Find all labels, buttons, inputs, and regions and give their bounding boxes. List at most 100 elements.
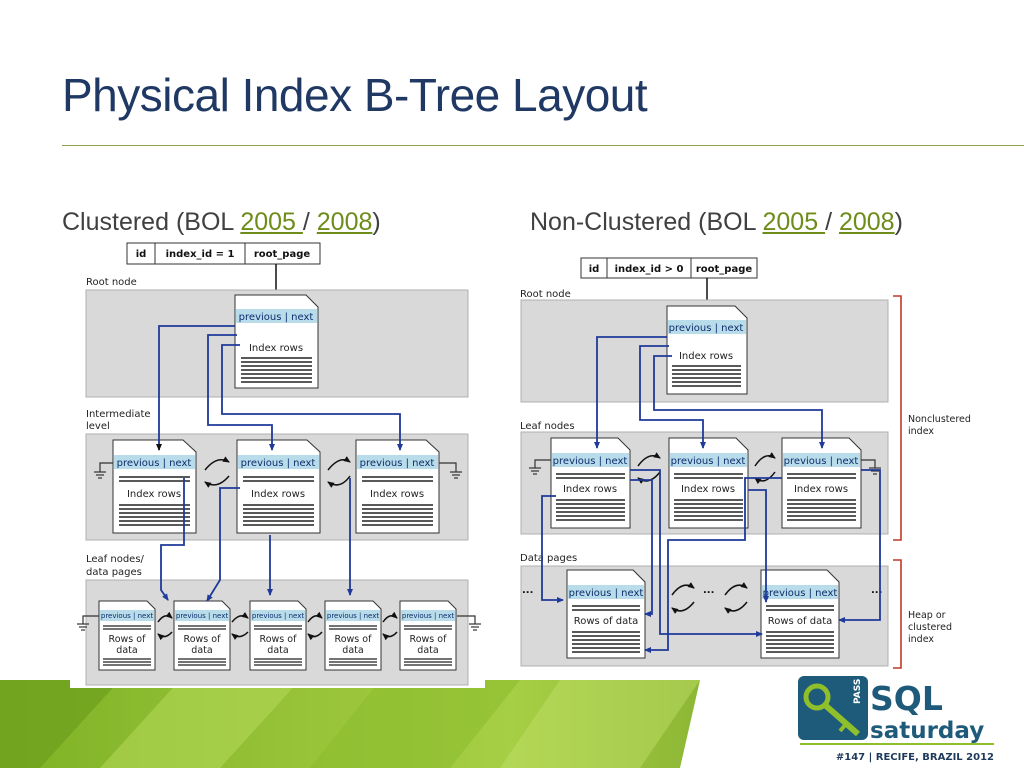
clustered-dp4-rows: Rows of: [335, 634, 373, 645]
clustered-int2-index-rows: Index rows: [251, 489, 305, 500]
nc-ground-symbols: [529, 459, 881, 475]
clustered-intermediate-label: Intermediate: [86, 409, 151, 420]
clustered-pointer-arrows: [156, 325, 403, 602]
nc-pointer-arrows: [541, 336, 881, 653]
clustered-key-index-id: index_id = 1: [166, 249, 235, 260]
clustered-root-header: previous | next: [239, 312, 314, 323]
clustered-data-page-5: previous | next Rows of data: [399, 600, 457, 671]
nonclustered-leaf3-index-rows: Index rows: [794, 484, 848, 495]
nonclustered-data-pages-label: Data pages: [520, 553, 577, 564]
nonclustered-leaf-page-1: previous | next Index rows: [550, 437, 631, 529]
clustered-leaf-label: Leaf nodes/: [86, 554, 145, 565]
nonclustered-key-index-id: index_id > 0: [615, 264, 684, 275]
clustered-int3-index-rows: Index rows: [370, 489, 424, 500]
clustered-dp4-data: data: [342, 645, 363, 656]
clustered-heading-suffix: ): [372, 208, 381, 236]
nc-ellipsis-3: ...: [871, 585, 882, 596]
clustered-dp1-header: previous | next: [101, 612, 153, 620]
clustered-key-id: id: [136, 249, 147, 260]
clustered-int2-header: previous | next: [241, 458, 316, 469]
clustered-key-root-page: root_page: [254, 249, 311, 260]
clustered-bol-2005-link[interactable]: 2005: [240, 208, 303, 236]
key-icon: [803, 683, 860, 737]
nonclustered-leaf-nodes-label: Leaf nodes: [520, 421, 575, 432]
clustered-root-node-label: Root node: [86, 277, 137, 288]
nonclustered-bol-2008-link[interactable]: 2008: [838, 208, 895, 236]
sql-saturday-logo: PASS SQL saturday #147 | RECIFE, BRAZIL …: [798, 676, 994, 763]
clustered-ground-symbols: [77, 462, 481, 631]
clustered-dp5-rows: Rows of: [410, 634, 448, 645]
title-divider: [62, 145, 1024, 146]
clustered-dp1-data: data: [116, 645, 137, 656]
nonclustered-dp2-rows: Rows of data: [768, 616, 833, 627]
nonclustered-root-page: previous | next Index rows: [666, 305, 748, 395]
event-label: #147 | RECIFE, BRAZIL 2012: [836, 752, 994, 763]
clustered-dp5-header: previous | next: [402, 612, 454, 620]
nc-brace-bottom-line1: Heap or: [908, 610, 946, 621]
logo-sql: SQL: [870, 679, 943, 718]
clustered-heading-sep: /: [302, 208, 317, 236]
slide-title: Physical Index B-Tree Layout: [62, 69, 648, 121]
clustered-data-pages-label: data pages: [86, 567, 142, 578]
clustered-intermediate-page-1: previous | next Index rows: [112, 439, 197, 534]
clustered-int1-index-rows: Index rows: [127, 489, 181, 500]
nc-ellipsis-1: ...: [522, 585, 533, 596]
nc-ellipsis-2: ...: [703, 585, 714, 596]
nc-brace-top-line1: Nonclustered: [908, 414, 971, 425]
nonclustered-dp1-header: previous | next: [569, 588, 644, 599]
clustered-int3-header: previous | next: [360, 458, 435, 469]
nonclustered-leaf2-header: previous | next: [671, 456, 746, 467]
nonclustered-key-root-page: root_page: [696, 264, 753, 275]
clustered-dp4-header: previous | next: [327, 612, 379, 620]
clustered-level-label: level: [86, 421, 110, 432]
clustered-dp3-rows: Rows of: [260, 634, 298, 645]
nonclustered-leaf-page-2: previous | next Index rows: [668, 437, 749, 529]
nonclustered-root-header: previous | next: [669, 323, 744, 334]
logo-pass: PASS: [853, 679, 863, 704]
nc-braces: [893, 295, 902, 669]
clustered-dp2-header: previous | next: [176, 612, 228, 620]
clustered-dp2-rows: Rows of: [184, 634, 222, 645]
logo-saturday: saturday: [870, 718, 984, 744]
clustered-dp2-data: data: [191, 645, 212, 656]
clustered-heading-prefix: Clustered (BOL: [62, 208, 241, 236]
nonclustered-dp1-rows: Rows of data: [574, 616, 639, 627]
nc-brace-top-line2: index: [908, 426, 934, 437]
nc-brace-bottom-line2: clustered: [908, 622, 952, 633]
nonclustered-heading-suffix: ): [894, 208, 903, 236]
clustered-dp3-header: previous | next: [252, 612, 304, 620]
clustered-dp5-data: data: [417, 645, 438, 656]
nonclustered-root-node-label: Root node: [520, 289, 571, 300]
clustered-intermediate-page-3: previous | next Index rows: [355, 439, 440, 534]
nonclustered-bol-2005-link[interactable]: 2005: [762, 208, 826, 236]
nonclustered-heading-sep: /: [825, 208, 839, 236]
nonclustered-key-box: id index_id > 0 root_page: [580, 257, 758, 306]
nonclustered-leaf1-index-rows: Index rows: [563, 484, 617, 495]
nonclustered-leaf2-index-rows: Index rows: [681, 484, 735, 495]
clustered-data-page-2: previous | next Rows of data: [173, 600, 231, 671]
nc-brace-bottom-line3: index: [908, 634, 934, 645]
clustered-intermediate-page-2: previous | next Index rows: [236, 439, 321, 534]
clustered-heading: Clustered (BOL 2005 / 2008): [62, 208, 381, 237]
nonclustered-diagram: id index_id > 0 root_page Root node Leaf…: [520, 257, 971, 669]
clustered-root-index-rows: Index rows: [249, 343, 303, 354]
clustered-dp3-data: data: [267, 645, 288, 656]
clustered-key-box: id index_id = 1 root_page: [126, 242, 321, 295]
nonclustered-heading: Non-Clustered (BOL 2005 / 2008): [530, 208, 903, 237]
clustered-data-page-1: previous | next Rows of data: [98, 600, 156, 671]
clustered-int1-header: previous | next: [117, 458, 192, 469]
clustered-sibling-arrows: [157, 456, 398, 641]
clustered-diagram: id index_id = 1 root_page Root node Inte…: [70, 240, 485, 688]
clustered-bol-2008-link[interactable]: 2008: [316, 208, 373, 236]
nonclustered-leaf3-header: previous | next: [784, 456, 859, 467]
nonclustered-leaf-page-3: previous | next Index rows: [781, 437, 862, 529]
nonclustered-data-page-2: previous | next Rows of data: [760, 569, 840, 659]
nonclustered-dp2-header: previous | next: [763, 588, 838, 599]
clustered-dp1-rows: Rows of: [109, 634, 147, 645]
clustered-root-page: previous | next Index rows: [234, 294, 319, 389]
nonclustered-data-page-1: previous | next Rows of data: [566, 569, 646, 659]
nonclustered-root-index-rows: Index rows: [679, 351, 733, 362]
clustered-data-page-4: previous | next Rows of data: [324, 600, 382, 671]
nc-sibling-arrows: [637, 452, 776, 614]
